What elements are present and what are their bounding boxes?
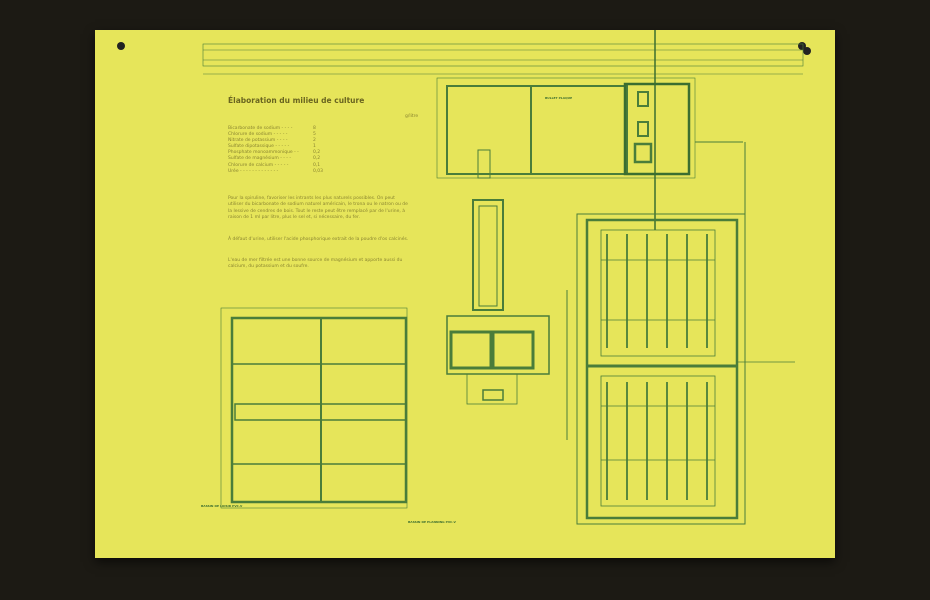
panel-title: Élaboration du milieu de culture xyxy=(228,96,365,105)
ingredient-row: Phosphate monoammonique - - 0,2 xyxy=(228,150,428,156)
top-strip xyxy=(202,43,804,75)
pin-right xyxy=(798,42,806,50)
ingredient-name: Phosphate monoammonique - - xyxy=(228,150,299,156)
ingredient-row: Sulfate de magnésium - - - - 0,2 xyxy=(228,156,428,162)
unit-label: g/litre xyxy=(405,114,419,119)
ingredient-value: 0,2 xyxy=(313,156,321,162)
ingredient-name: Urée - - - - - - - - - - - - - xyxy=(228,168,279,174)
blueprint-drawing xyxy=(202,30,804,525)
ingredient-name: Sulfate de magnésium - - - - xyxy=(228,156,291,162)
ingredient-row: Urée - - - - - - - - - - - - - 0,03 xyxy=(228,169,428,175)
paragraph: L'eau de mer filtrée est une bonne sourc… xyxy=(228,258,403,270)
ingredient-value: 0,1 xyxy=(313,162,321,168)
ingredient-name: Sulfate dipotassique - - - - - xyxy=(228,144,290,150)
ingredient-row: Sulfate dipotassique - - - - - 1 xyxy=(228,144,428,150)
ingredient-name: Chlorure de sodium - - - - - xyxy=(228,132,288,138)
top-plan xyxy=(436,30,746,230)
ingredient-value: 1 xyxy=(313,144,316,150)
pin-right-2 xyxy=(803,47,811,55)
paragraph: Pour la spiruline, favoriser les intrant… xyxy=(228,196,408,221)
ingredient-value: 0,03 xyxy=(313,168,324,174)
center-column xyxy=(446,149,550,405)
ingredient-row: Chlorure de sodium - - - - - 5 xyxy=(228,132,428,138)
ingredient-name: Nitrate de potassium - - - - xyxy=(228,138,288,144)
ingredient-name: Bicarbonate de sodium - - - - xyxy=(228,126,293,131)
ingredient-row: Chlorure de calcium - - - - - 0,1 xyxy=(228,163,428,169)
left-plan xyxy=(220,307,408,509)
ingredient-table: Bicarbonate de sodium - - - - 8 Chlorure … xyxy=(228,126,428,175)
ingredient-name: Chlorure de calcium - - - - - xyxy=(228,162,289,168)
ingredient-value: 2 xyxy=(313,138,316,144)
pin-left xyxy=(117,42,125,50)
paragraph: À défaut d'urine, utiliser l'acide phosp… xyxy=(228,237,409,242)
left-plan-label: BASSIN DE LOISIR PVC.V xyxy=(201,504,243,508)
exhibit-panel: Élaboration du milieu de culture g/litre… xyxy=(95,30,835,558)
right-plan-label: BASSIN DE PLANNING PVC.V xyxy=(408,520,456,524)
right-plan xyxy=(566,213,795,525)
ingredient-value: 5 xyxy=(313,132,316,138)
ingredient-row: Nitrate de potassium - - - - 2 xyxy=(228,138,428,144)
ingredient-row: Bicarbonate de sodium - - - - 8 xyxy=(228,126,428,132)
ingredient-value: 0,2 xyxy=(313,150,321,156)
top-plan-label: BULLET PLAQUE xyxy=(545,96,573,100)
ingredient-value: 8 xyxy=(313,126,316,131)
